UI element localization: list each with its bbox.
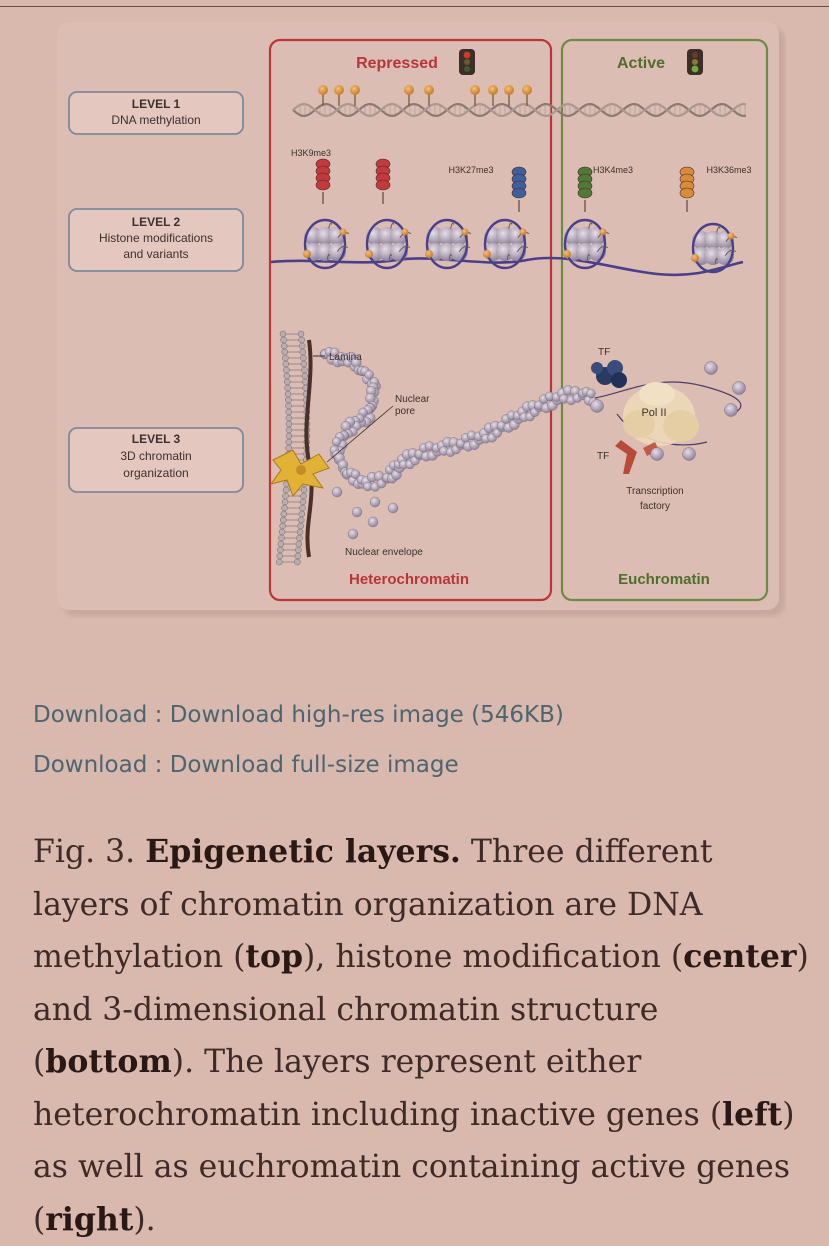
- red-traffic-light-icon: [459, 49, 475, 75]
- caption-text: ), histone modification (: [303, 939, 684, 975]
- top-divider: [0, 6, 829, 7]
- h3k27me3-label: H3K27me3: [448, 165, 493, 175]
- nuclear-envelope-label: Nuclear envelope: [345, 547, 423, 558]
- h3k4me3-label: H3K4me3: [593, 165, 633, 175]
- level-3-label-line-2: organization: [123, 466, 188, 480]
- transcription-factor-top-icon: [591, 360, 627, 388]
- chromatin-bead-fiber: [319, 346, 599, 540]
- download-high-res-link[interactable]: Download high-res image (546KB): [169, 702, 564, 728]
- caption-text: Three different layers of chromatin orga…: [33, 834, 713, 975]
- heterochromatin-label: Heterochromatin: [349, 571, 469, 588]
- level-3-title: LEVEL 3: [132, 432, 181, 446]
- level-2-box: [68, 208, 244, 272]
- dna-methyl-groups: [318, 85, 532, 106]
- level-2-label-line-1: Histone modifications: [99, 231, 213, 245]
- caption-figure-number: Fig. 3.: [33, 834, 146, 870]
- repressed-region: [268, 38, 553, 602]
- level-3-label-line-1: 3D chromatin: [120, 449, 191, 463]
- caption-title: Epigenetic layers.: [145, 833, 461, 870]
- level-3-box: [68, 427, 244, 493]
- level-2-label-line-2: and variants: [123, 247, 188, 261]
- download-links: Download : Download high-res image (546K…: [33, 696, 564, 796]
- transcription-factory-label-line-2: factory: [640, 501, 670, 512]
- histone-mark-stacks: [315, 158, 695, 212]
- download-prefix: Download :: [33, 752, 170, 778]
- caption-bold-term: center: [683, 938, 797, 975]
- level-1-title: LEVEL 1: [132, 97, 181, 111]
- repressed-header: Repressed: [356, 55, 438, 72]
- caption-bold-term: top: [245, 938, 303, 975]
- tf-bottom-label: TF: [597, 451, 609, 462]
- download-prefix: Download :: [33, 702, 170, 728]
- lamina-label: Lamina: [329, 352, 362, 363]
- transcription-factory: [594, 381, 742, 446]
- nuclear-pore-label-line-1: Nuclear: [395, 394, 430, 405]
- caption-text: ) and 3-dimensional chromatin structure …: [33, 939, 809, 1080]
- level-1-box: [68, 91, 244, 135]
- epigenetic-layers-figure: Repressed Active LEVEL 1 DNA methylation…: [57, 22, 785, 616]
- h3k9me3-label: H3K9me3: [291, 148, 331, 158]
- active-header: Active: [617, 55, 665, 72]
- download-full-size-row: Download : Download full-size image: [33, 746, 564, 796]
- dna-double-helix: [292, 102, 747, 118]
- transcription-factor-bottom-icon: [615, 440, 659, 474]
- nucleosomes: [303, 218, 738, 274]
- tf-top-label: TF: [598, 347, 610, 358]
- figure-caption: Fig. 3. Epigenetic layers. Three differe…: [33, 826, 813, 1246]
- level-2-title: LEVEL 2: [132, 215, 181, 229]
- caption-bold-term: left: [722, 1095, 783, 1133]
- figure-image[interactable]: Repressed Active LEVEL 1 DNA methylation…: [57, 22, 786, 618]
- h3k36me3-label: H3K36me3: [706, 165, 751, 175]
- active-region: [560, 38, 769, 602]
- transcription-factory-label-line-1: Transcription: [626, 486, 683, 497]
- caption-text: ).: [133, 1201, 156, 1238]
- caption-text: ). The layers represent either heterochr…: [33, 1044, 723, 1133]
- euchromatin-label: Euchromatin: [618, 571, 710, 588]
- nuclear-pore-icon: [269, 449, 330, 497]
- caption-bold-term: bottom: [45, 1043, 172, 1080]
- nuclear-pore-label-line-2: pore: [395, 406, 415, 417]
- pol-ii-label: Pol II: [641, 407, 666, 419]
- caption-bold-term: right: [45, 1200, 134, 1238]
- pol-ii-beads: [590, 361, 746, 461]
- green-traffic-light-icon: [687, 49, 703, 75]
- chromatin-fiber: [270, 256, 744, 277]
- download-full-size-link[interactable]: Download full-size image: [169, 752, 459, 778]
- download-high-res-row: Download : Download high-res image (546K…: [33, 696, 564, 746]
- level-1-label: DNA methylation: [111, 113, 200, 127]
